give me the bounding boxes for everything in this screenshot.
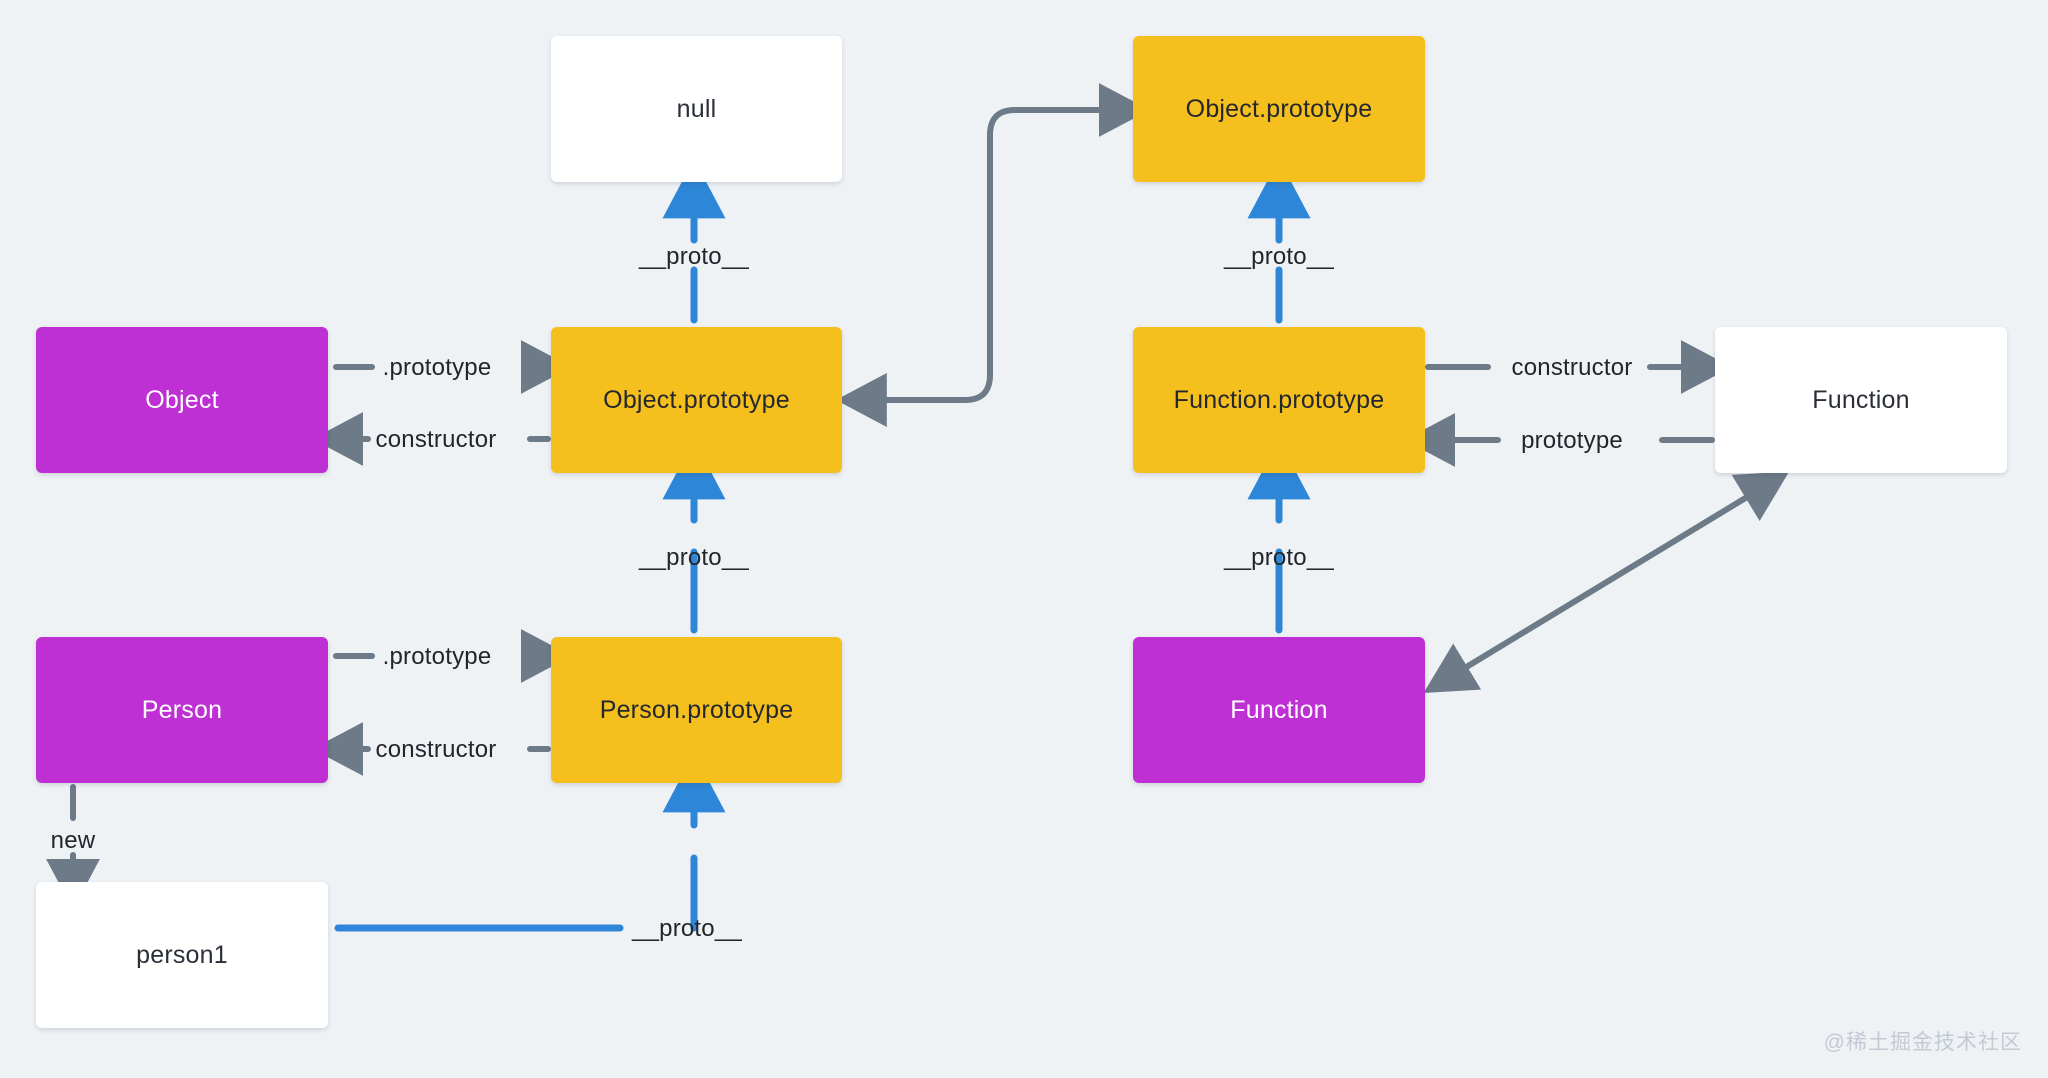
- edge-label-objproto-to-null: __proto__: [639, 243, 749, 270]
- node-person-prototype-label: Person.prototype: [599, 695, 794, 724]
- node-function-purple-label: Function: [1230, 695, 1328, 724]
- watermark: @稀土掘金技术社区: [1823, 1031, 2022, 1054]
- node-function-prototype-label: Function.prototype: [1173, 385, 1385, 414]
- node-object-label: Object: [145, 385, 219, 414]
- edge-label-object-to-objproto: .prototype: [382, 354, 492, 381]
- edge-label-personproto-to-person: constructor: [375, 736, 497, 763]
- node-object-prototype-left[interactable]: Object.prototype: [551, 327, 842, 473]
- edge-label-personproto-to-objproto: __proto__: [639, 544, 749, 571]
- node-person-prototype[interactable]: Person.prototype: [551, 637, 842, 783]
- edge-person1-to-personproto: [334, 752, 726, 932]
- node-person[interactable]: Person: [36, 637, 328, 783]
- node-function-white-label: Function: [1812, 385, 1910, 414]
- edge-label-funcproto-to-objproto-right: __proto__: [1224, 243, 1334, 270]
- node-object-prototype-right[interactable]: Object.prototype: [1133, 36, 1425, 182]
- node-null-label: null: [676, 94, 717, 123]
- node-function-prototype[interactable]: Function.prototype: [1133, 327, 1425, 473]
- edge-objproto-link: [835, 83, 1150, 427]
- node-null[interactable]: null: [551, 36, 842, 182]
- node-object-prototype-left-label: Object.prototype: [603, 385, 790, 414]
- node-function-purple[interactable]: Function: [1133, 637, 1425, 783]
- node-person1[interactable]: person1: [36, 882, 328, 1028]
- node-person-label: Person: [141, 695, 223, 724]
- node-function-white[interactable]: Function: [1715, 327, 2007, 473]
- edge-label-funcpurple-to-funcproto: __proto__: [1224, 544, 1334, 571]
- edge-label-person-to-personproto: .prototype: [382, 643, 492, 670]
- node-person1-label: person1: [136, 940, 228, 969]
- edge-funcpurple-to-functionwhite: [1423, 471, 1790, 693]
- edge-label-function-to-funcproto: prototype: [1521, 427, 1623, 454]
- node-object-prototype-right-label: Object.prototype: [1185, 94, 1373, 123]
- edge-label-person-new-person1: new: [50, 827, 96, 854]
- edge-label-funcproto-to-function: constructor: [1511, 354, 1633, 381]
- edge-label-objproto-to-object: constructor: [375, 426, 497, 453]
- edge-label-person1-to-personproto: __proto__: [632, 915, 742, 942]
- node-object[interactable]: Object: [36, 327, 328, 473]
